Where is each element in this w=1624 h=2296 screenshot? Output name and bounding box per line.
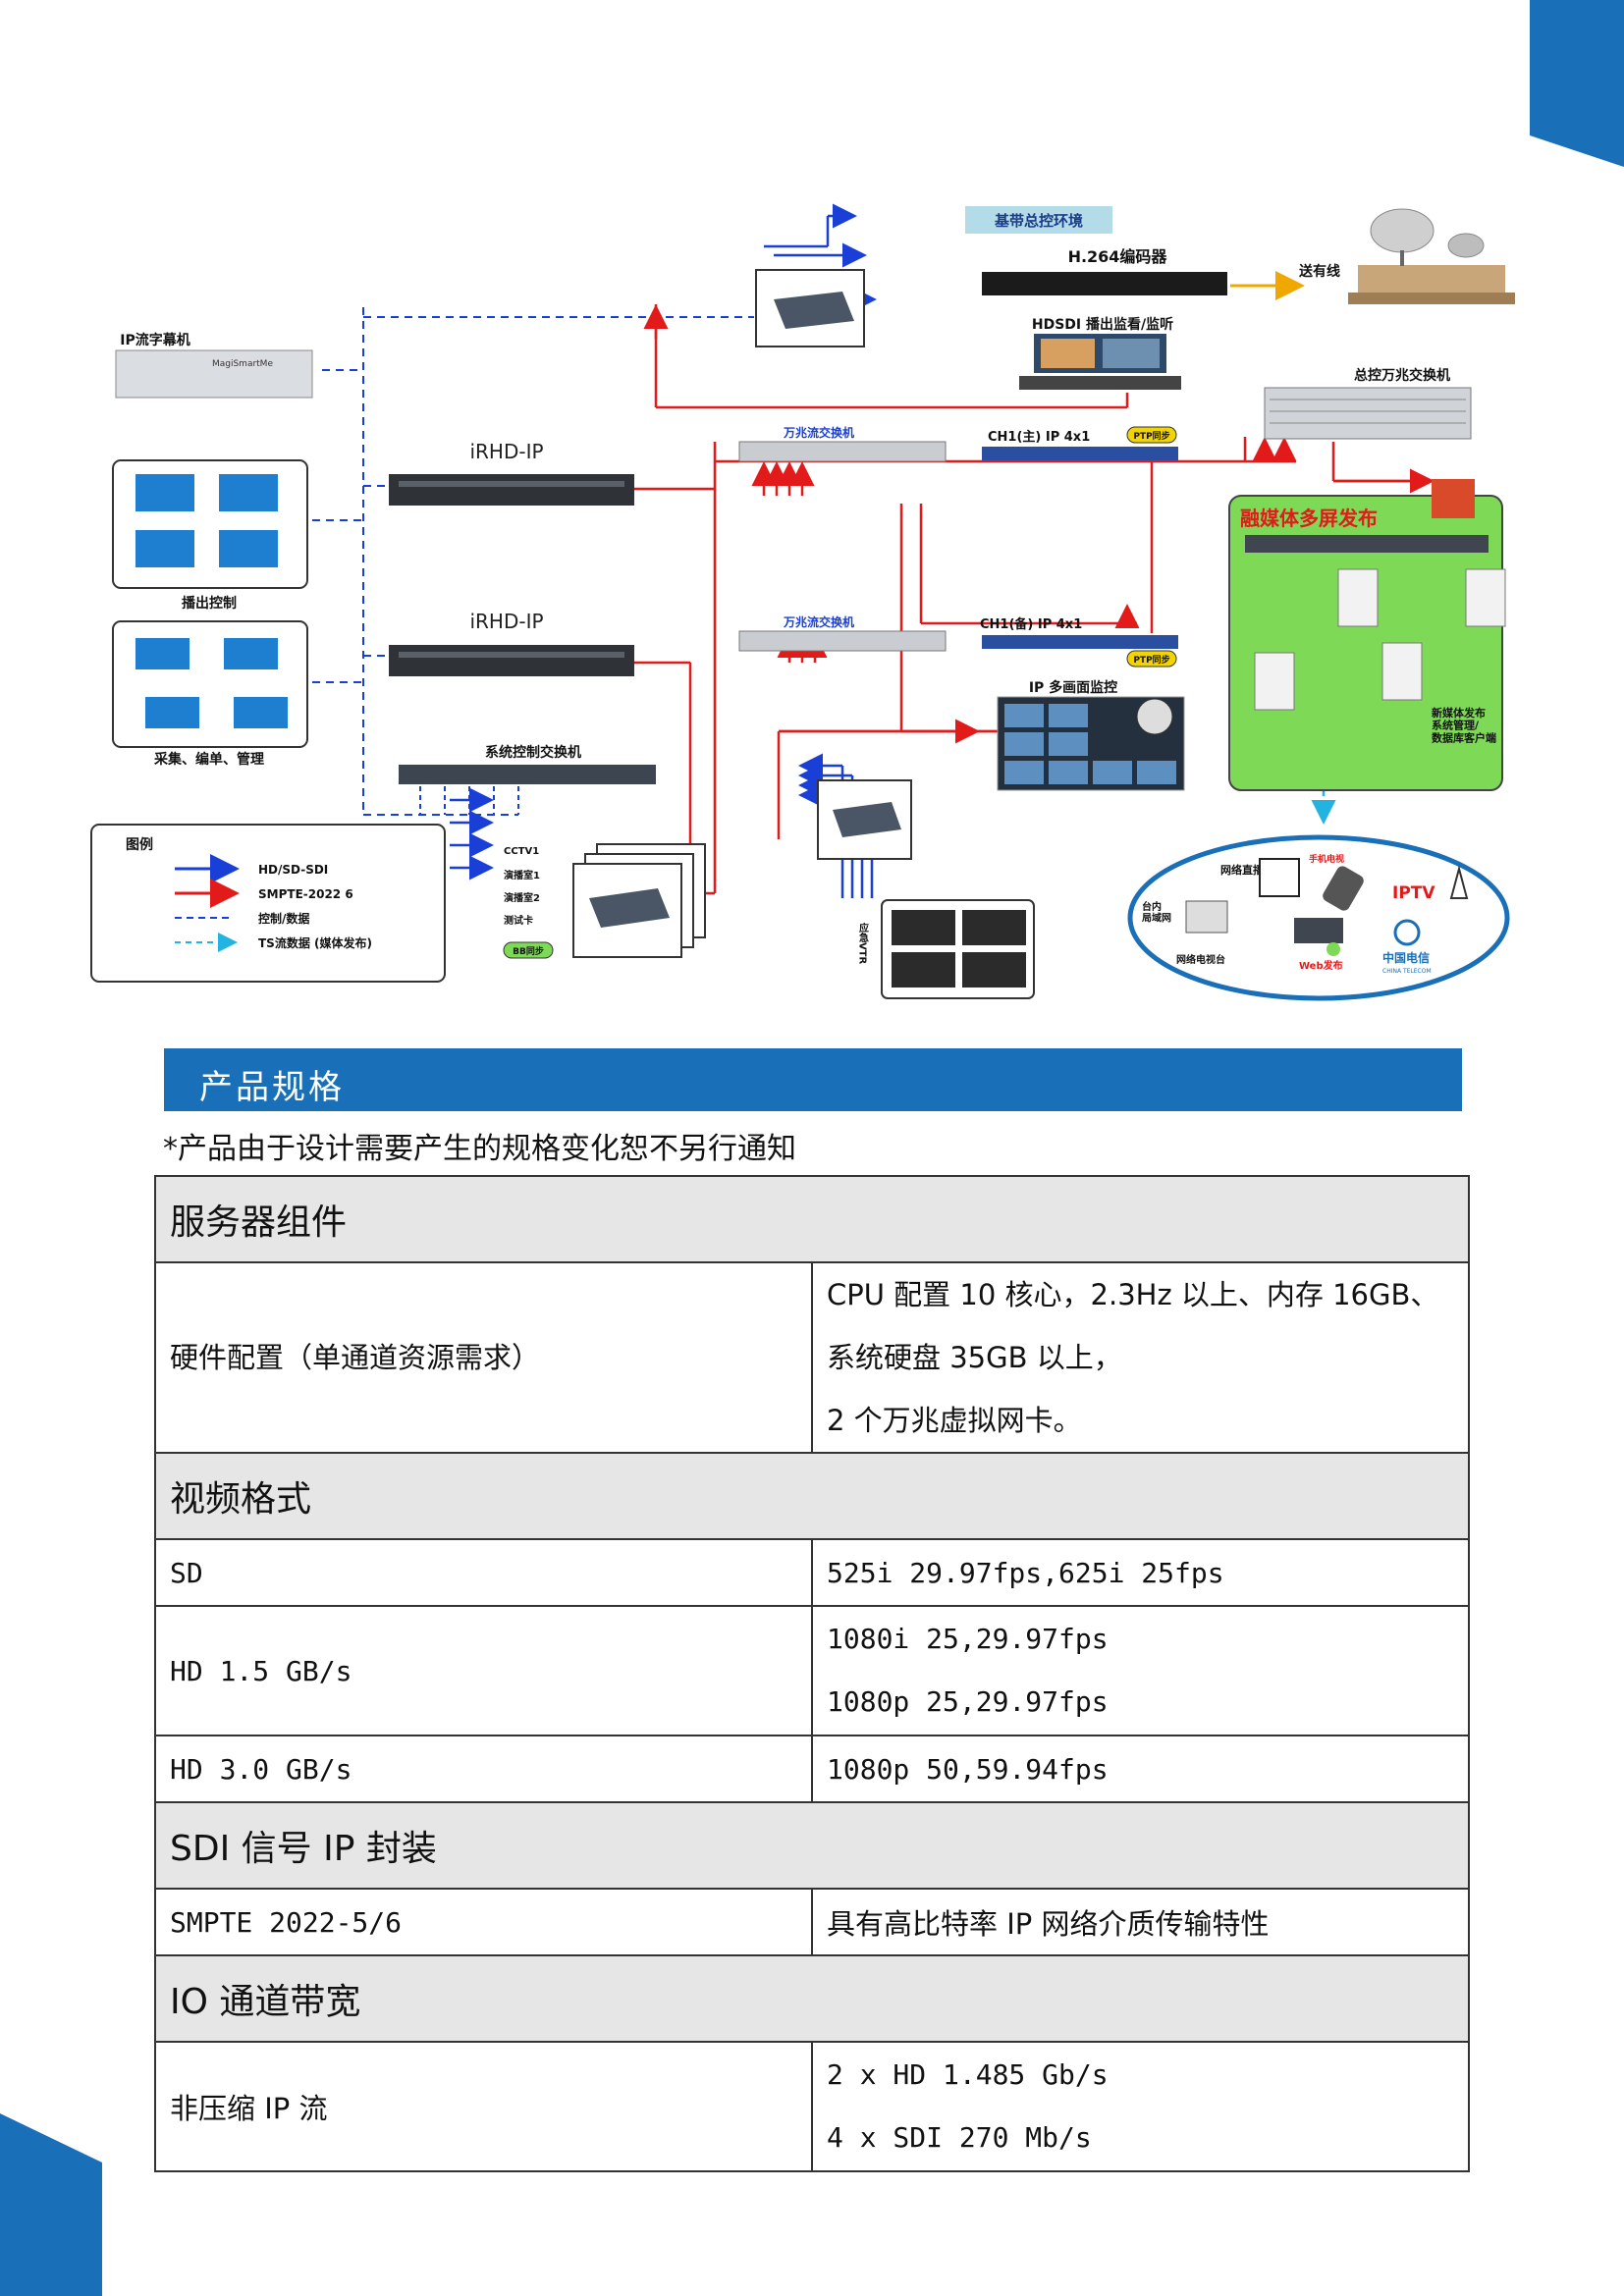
input-label: CCTV1 [504, 846, 539, 857]
lan-icon [1185, 900, 1228, 934]
legend-item: TS流数据 (媒体发布) [258, 935, 372, 950]
section-header-bar: 产品规格 [164, 1048, 1462, 1111]
firewall-icon [1432, 479, 1475, 518]
label-switch-1: 万兆流交换机 [783, 425, 854, 440]
spec-note: *产品由于设计需要产生的规格变化恕不另行通知 [163, 1132, 796, 1166]
antenna-icon [1449, 865, 1469, 899]
corner-decoration-top [1530, 0, 1624, 167]
section-row-io: IO 通道带宽 [154, 1954, 1470, 2043]
stream-switch-2 [738, 630, 947, 652]
svg-text:IPTV: IPTV [1392, 883, 1435, 903]
phone-icon [1323, 866, 1364, 911]
label-hdsdi: HDSDI 播出监看/监听 [1032, 316, 1173, 333]
label-media-publish: 融媒体多屏发布 [1240, 507, 1378, 530]
table-cell: 1080i 25,29.97fps 1080p 25,29.97fps [811, 1605, 1470, 1736]
bb-sync-label: BB同步 [513, 945, 544, 957]
label-irhd-2: iRHD-IP [469, 610, 543, 633]
svg-text:网络电视台: 网络电视台 [1176, 953, 1225, 966]
label-multiscreen: IP 多画面监控 [1029, 679, 1117, 696]
table-cell: 2 x HD 1.485 Gb/s 4 x SDI 270 Mb/s [811, 2041, 1470, 2172]
svg-text:PTP同步: PTP同步 [1133, 430, 1169, 442]
label-sub-control: 基带总控环境 [994, 212, 1083, 230]
svg-text:台内局域网: 台内局域网 [1141, 900, 1171, 925]
ch1-backup-device [982, 635, 1178, 649]
table-row: 服务器组件 [154, 1175, 1470, 1263]
section-title: 产品规格 [199, 1068, 345, 1107]
table-cell: SD [154, 1538, 813, 1607]
ch1-main-device [982, 447, 1178, 460]
table-row: 硬件配置（单通道资源需求） CPU 配置 10 核心，2.3Hz 以上、内存 1… [154, 1261, 1470, 1454]
web-server-icon [1294, 918, 1343, 943]
label-ch1-backup: CH1(备) IP 4x1 [980, 616, 1082, 632]
label-sys-switch: 系统控制交换机 [485, 744, 581, 761]
table-cell: HD 1.5 GB/s [154, 1605, 813, 1736]
table-cell: SMPTE 2022-5/6 [154, 1888, 813, 1956]
svg-text:MagiSmartMe: MagiSmartMe [212, 359, 273, 369]
irhd-server-2 [389, 645, 634, 676]
input-label: 测试卡 [504, 914, 533, 927]
ip-subtitle-device [115, 349, 313, 399]
table-cell: 525i 29.97fps,625i 25fps [811, 1538, 1470, 1607]
label-h264: H.264编码器 [1068, 247, 1168, 266]
legend-item: 控制/数据 [258, 911, 309, 926]
table-row: 视频格式 [154, 1452, 1470, 1540]
table-row: SMPTE 2022-5/6 具有高比特率 IP 网络介质传输特性 [154, 1888, 1470, 1956]
legend-title: 图例 [126, 836, 153, 853]
section-row-sdi: SDI 信号 IP 封装 [154, 1801, 1470, 1890]
table-row: HD 1.5 GB/s 1080i 25,29.97fps 1080p 25,2… [154, 1605, 1470, 1736]
sys-switch-device [399, 765, 656, 784]
label-switch-2: 万兆流交换机 [783, 614, 854, 629]
table-cell: 非压缩 IP 流 [154, 2041, 813, 2172]
legend-item: SMPTE-2022 6 [258, 887, 353, 901]
label-broadcast-control: 播出控制 [182, 595, 237, 612]
satellite-icon [1348, 208, 1515, 304]
table-row: 非压缩 IP 流 2 x HD 1.485 Gb/s 4 x SDI 270 M… [154, 2041, 1470, 2172]
svg-text:PTP同步: PTP同步 [1133, 654, 1169, 666]
svg-text:手机电视: 手机电视 [1309, 853, 1344, 865]
label-capture: 采集、编单、管理 [153, 751, 264, 768]
table-row: SD 525i 29.97fps,625i 25fps [154, 1538, 1470, 1607]
svg-text:网络直播: 网络直播 [1220, 863, 1265, 877]
h264-encoder-device [982, 272, 1227, 295]
table-cell: CPU 配置 10 核心，2.3Hz 以上、内存 16GB、系统硬盘 35GB … [811, 1261, 1470, 1454]
stream-switch-1 [738, 441, 947, 462]
label-uplink: 送有线 [1298, 263, 1340, 280]
core-switch-device [1264, 387, 1472, 440]
label-vtr: 应急VTR [857, 922, 869, 965]
legend-item: HD/SD-SDI [258, 863, 328, 877]
telecom-logo [1393, 919, 1421, 946]
table-cell: 1080p 50,59.94fps [811, 1735, 1470, 1803]
label-ch1-main: CH1(主) IP 4x1 [988, 429, 1090, 445]
irhd-server-1 [389, 474, 634, 506]
media-publish-panel [1228, 495, 1503, 791]
table-cell: 具有高比特率 IP 网络介质传输特性 [811, 1888, 1470, 1956]
table-cell: 硬件配置（单通道资源需求） [154, 1261, 813, 1454]
corner-decoration-bottom [0, 2113, 102, 2296]
table-row: HD 3.0 GB/s 1080p 50,59.94fps [154, 1735, 1470, 1803]
table-cell: HD 3.0 GB/s [154, 1735, 813, 1803]
label-new-media: 新媒体发布系统管理/数据库客户端 [1432, 706, 1496, 744]
spec-table: 服务器组件 硬件配置（单通道资源需求） CPU 配置 10 核心，2.3Hz 以… [154, 1175, 1470, 2172]
table-row: IO 通道带宽 [154, 1954, 1470, 2043]
system-diagram: 基带总控环境 H.264编码器 送有线 HDSDI 播出监看/监听 IP流字幕机… [90, 203, 1515, 1001]
section-row-video: 视频格式 [154, 1452, 1470, 1540]
input-label: 演播室1 [504, 869, 540, 881]
label-core-switch: 总控万兆交换机 [1354, 367, 1450, 384]
web-live-icon [1259, 858, 1300, 897]
svg-text:Web发布: Web发布 [1299, 959, 1343, 972]
label-irhd-1: iRHD-IP [469, 440, 543, 463]
label-ip-subtitle: IP流字幕机 [120, 332, 189, 348]
input-label: 演播室2 [504, 891, 540, 904]
svg-text:中国电信: 中国电信 [1382, 950, 1430, 965]
table-row: SDI 信号 IP 封装 [154, 1801, 1470, 1890]
svg-text:CHINA TELECOM: CHINA TELECOM [1382, 968, 1432, 975]
section-row-server: 服务器组件 [154, 1175, 1470, 1263]
